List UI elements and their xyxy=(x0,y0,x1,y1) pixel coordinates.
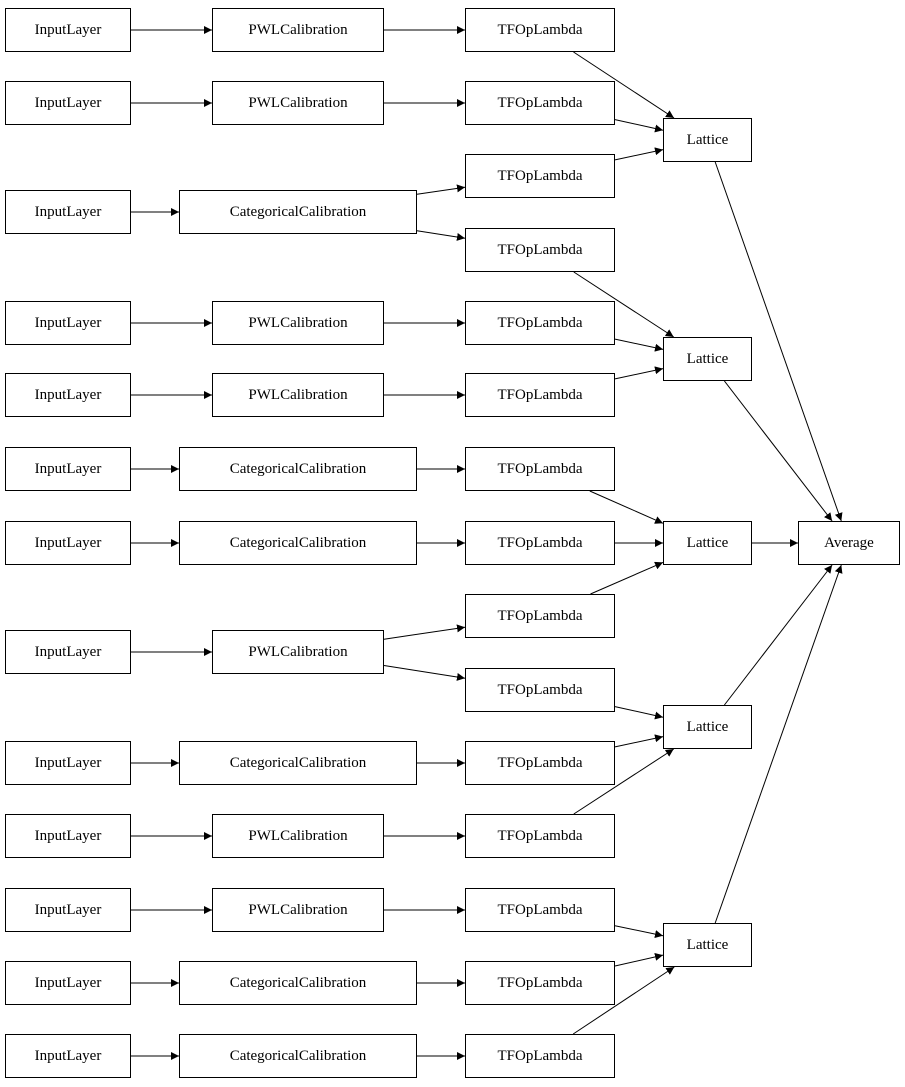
graph-node-inputlayer-in7: InputLayer xyxy=(5,521,131,565)
graph-node-pwlcalibration-pwl4: PWLCalibration xyxy=(212,373,384,417)
edge-tf2-to-lat1 xyxy=(614,119,664,133)
graph-node-inputlayer-in12: InputLayer xyxy=(5,961,131,1005)
edge-lat5-to-avg xyxy=(714,564,843,924)
graph-node-tfoplambda-tf2: TFOpLambda xyxy=(465,81,615,125)
graph-node-tfoplambda-tf10: TFOpLambda xyxy=(465,668,615,712)
graph-node-inputlayer-in1: InputLayer xyxy=(5,8,131,52)
edge-tf7-to-lat3 xyxy=(589,490,664,524)
graph-node-tfoplambda-tf1: TFOpLambda xyxy=(465,8,615,52)
graph-node-pwlcalibration-pwl6: PWLCalibration xyxy=(212,814,384,858)
edge-tf15-to-lat5 xyxy=(572,966,675,1035)
graph-node-lattice-lat3: Lattice xyxy=(663,521,752,565)
graph-node-categoricalcalibration-cat1: CategoricalCalibration xyxy=(179,190,417,234)
edge-tf14-to-lat5 xyxy=(614,952,664,967)
edge-cat1-to-tf3 xyxy=(416,184,466,195)
graph-node-categoricalcalibration-cat5: CategoricalCalibration xyxy=(179,961,417,1005)
graph-node-pwlcalibration-pwl3: PWLCalibration xyxy=(212,301,384,345)
graph-node-tfoplambda-tf7: TFOpLambda xyxy=(465,447,615,491)
edges-group xyxy=(131,26,843,1060)
edge-pwl5-to-tf9 xyxy=(383,624,466,640)
edge-lat4-to-avg xyxy=(724,564,833,706)
edge-tf10-to-lat4 xyxy=(614,706,664,720)
graph-node-pwlcalibration-pwl2: PWLCalibration xyxy=(212,81,384,125)
graph-node-pwlcalibration-pwl1: PWLCalibration xyxy=(212,8,384,52)
edge-lat2-to-avg xyxy=(724,380,833,522)
graph-node-lattice-lat5: Lattice xyxy=(663,923,752,967)
graph-node-categoricalcalibration-cat6: CategoricalCalibration xyxy=(179,1034,417,1078)
graph-node-inputlayer-in3: InputLayer xyxy=(5,190,131,234)
graph-node-categoricalcalibration-cat4: CategoricalCalibration xyxy=(179,741,417,785)
graph-node-pwlcalibration-pwl5: PWLCalibration xyxy=(212,630,384,674)
edge-tf6-to-lat2 xyxy=(614,366,664,380)
edge-cat1-to-tf4 xyxy=(416,230,466,241)
graph-node-average-avg: Average xyxy=(798,521,900,565)
graph-node-inputlayer-in13: InputLayer xyxy=(5,1034,131,1078)
graph-node-tfoplambda-tf3: TFOpLambda xyxy=(465,154,615,198)
graph-node-inputlayer-in2: InputLayer xyxy=(5,81,131,125)
graph-node-inputlayer-in8: InputLayer xyxy=(5,630,131,674)
graph-node-pwlcalibration-pwl7: PWLCalibration xyxy=(212,888,384,932)
graph-node-inputlayer-in4: InputLayer xyxy=(5,301,131,345)
edge-tf12-to-lat4 xyxy=(573,748,674,815)
edge-tf13-to-lat5 xyxy=(614,925,664,938)
edge-tf11-to-lat4 xyxy=(614,734,664,748)
graph-node-tfoplambda-tf13: TFOpLambda xyxy=(465,888,615,932)
edge-tf5-to-lat2 xyxy=(614,338,664,352)
graph-node-lattice-lat1: Lattice xyxy=(663,118,752,162)
graph-node-tfoplambda-tf5: TFOpLambda xyxy=(465,301,615,345)
graph-node-tfoplambda-tf4: TFOpLambda xyxy=(465,228,615,272)
graph-node-tfoplambda-tf11: TFOpLambda xyxy=(465,741,615,785)
graph-node-tfoplambda-tf6: TFOpLambda xyxy=(465,373,615,417)
graph-node-categoricalcalibration-cat3: CategoricalCalibration xyxy=(179,521,417,565)
edge-tf1-to-lat1 xyxy=(573,51,675,119)
graph-node-inputlayer-in5: InputLayer xyxy=(5,373,131,417)
graph-node-tfoplambda-tf15: TFOpLambda xyxy=(465,1034,615,1078)
graph-node-categoricalcalibration-cat2: CategoricalCalibration xyxy=(179,447,417,491)
graph-node-inputlayer-in9: InputLayer xyxy=(5,741,131,785)
graph-node-tfoplambda-tf12: TFOpLambda xyxy=(465,814,615,858)
graph-node-inputlayer-in6: InputLayer xyxy=(5,447,131,491)
graph-node-lattice-lat4: Lattice xyxy=(663,705,752,749)
edge-pwl5-to-tf10 xyxy=(383,665,466,681)
edge-lat1-to-avg xyxy=(714,161,843,522)
edge-tf4-to-lat2 xyxy=(573,271,674,338)
graph-node-tfoplambda-tf8: TFOpLambda xyxy=(465,521,615,565)
edge-tf9-to-lat3 xyxy=(590,561,664,595)
edge-tf3-to-lat1 xyxy=(614,147,664,161)
graph-node-lattice-lat2: Lattice xyxy=(663,337,752,381)
graph-node-inputlayer-in10: InputLayer xyxy=(5,814,131,858)
graph-node-tfoplambda-tf14: TFOpLambda xyxy=(465,961,615,1005)
graph-node-tfoplambda-tf9: TFOpLambda xyxy=(465,594,615,638)
graph-node-inputlayer-in11: InputLayer xyxy=(5,888,131,932)
